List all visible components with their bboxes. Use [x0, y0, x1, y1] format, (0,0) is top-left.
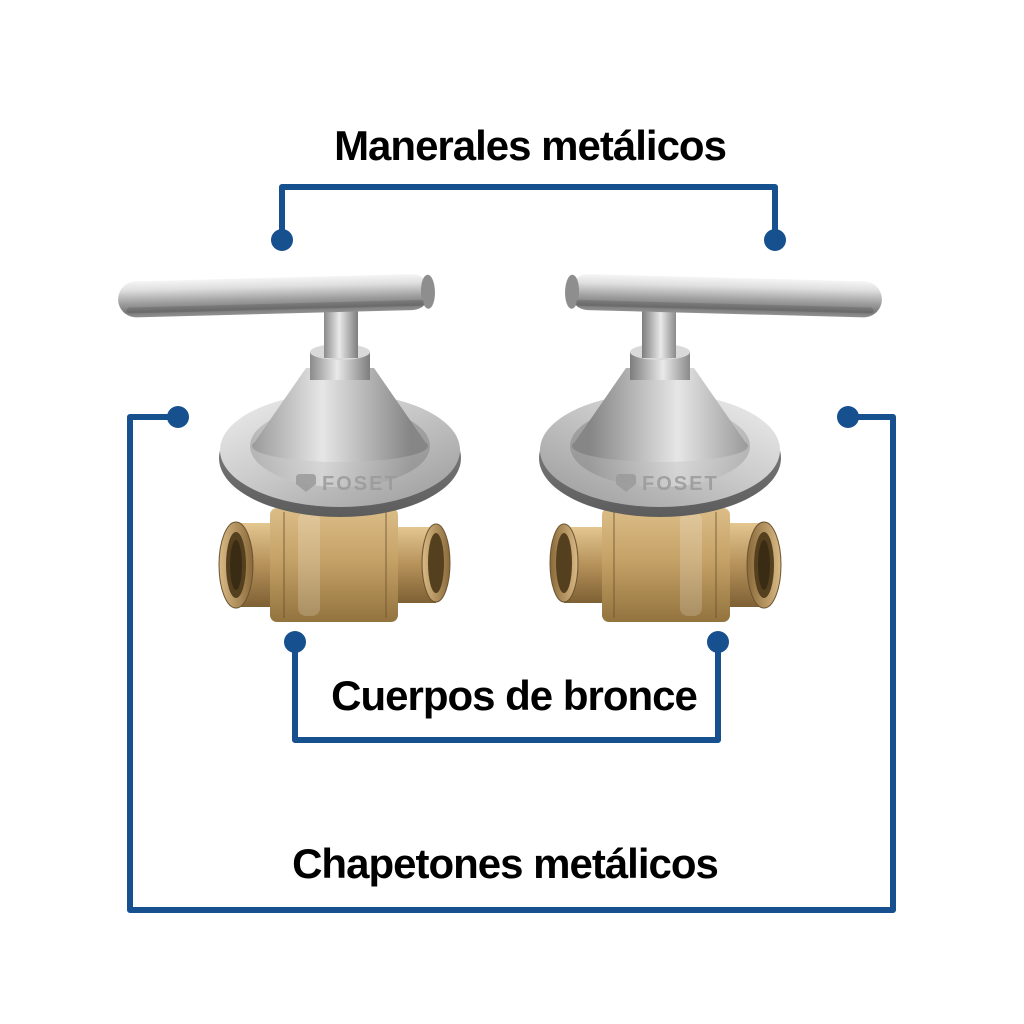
foset-logo-left: FOSET [296, 473, 399, 495]
brand-text: FOSET [322, 473, 399, 495]
callout-dot [284, 631, 306, 653]
foset-shield-icon [616, 474, 636, 492]
brand-text: FOSET [642, 473, 719, 495]
foset-logo-right: FOSET [616, 473, 719, 495]
callout-dot [271, 229, 293, 251]
callout-bodies-bracket [292, 639, 721, 743]
valve-left-image [116, 272, 462, 623]
callout-dot [764, 229, 786, 251]
callout-dot [837, 406, 859, 428]
foset-shield-icon [296, 474, 316, 492]
callout-dot [707, 631, 729, 653]
valve-right-image [538, 272, 884, 623]
label-bodies: Cuerpos de bronce [331, 672, 698, 719]
callout-dot [167, 406, 189, 428]
callout-escutcheons-bracket [127, 414, 896, 913]
label-escutcheons: Chapetones metálicos [292, 840, 719, 887]
label-handles: Manerales metálicos [334, 122, 727, 169]
callout-handles-bracket [279, 184, 778, 241]
